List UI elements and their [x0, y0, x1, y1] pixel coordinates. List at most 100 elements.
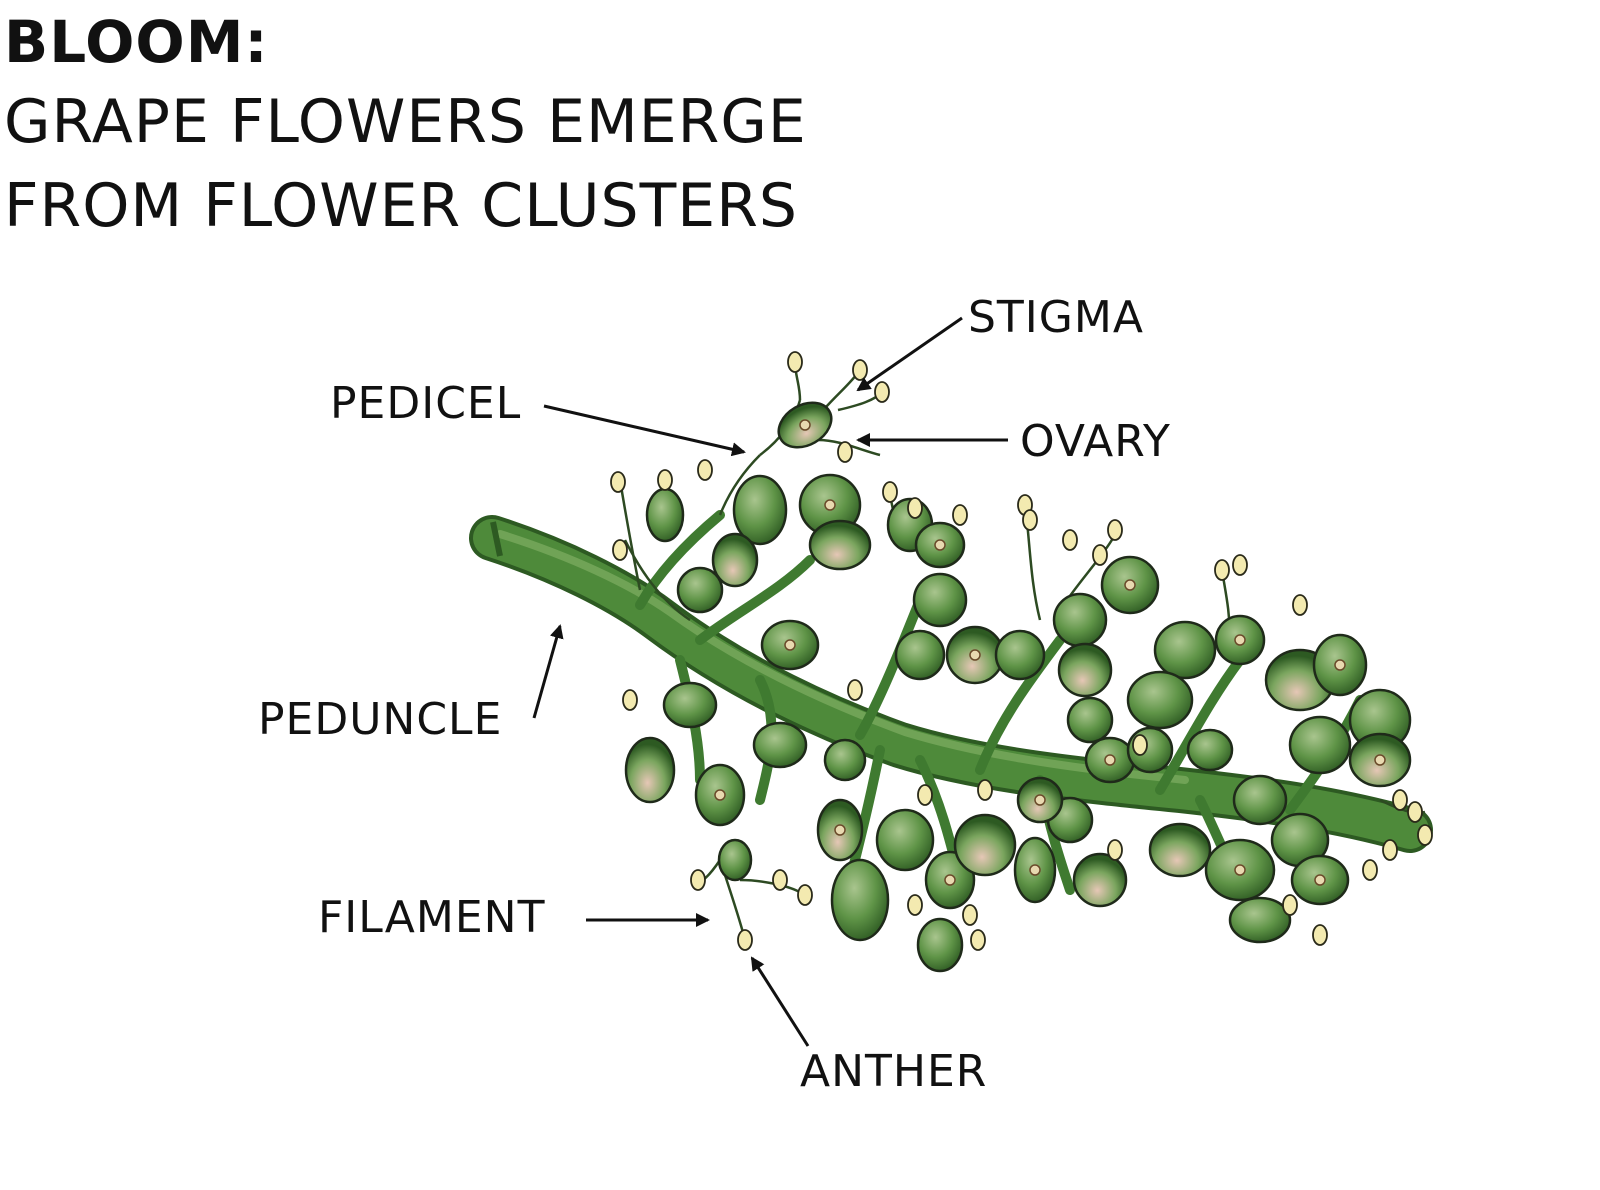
flower-bud	[645, 487, 685, 543]
anther	[1282, 894, 1298, 916]
flower-bud	[1148, 822, 1212, 878]
anther	[847, 679, 863, 701]
flower-bud	[1126, 670, 1194, 730]
flower-bud	[953, 813, 1017, 877]
anther	[1362, 859, 1378, 881]
subtitle-line-1: GRAPE FLOWERS EMERGE	[4, 87, 807, 157]
bud-tip	[799, 419, 811, 431]
anther	[1232, 554, 1248, 576]
flower-bud	[1186, 728, 1234, 772]
anther-arrow	[750, 956, 810, 1047]
flower-bud	[676, 566, 724, 614]
flower-bud	[752, 721, 808, 769]
flower-bud	[624, 736, 676, 804]
anther	[1107, 519, 1123, 541]
anther	[1062, 529, 1078, 551]
callout-arrows	[532, 316, 1008, 1047]
anther	[1312, 924, 1328, 946]
anther	[622, 689, 638, 711]
anther	[962, 904, 978, 926]
bud-tip	[784, 639, 796, 651]
anther	[882, 481, 898, 503]
anther-tips	[610, 351, 1433, 951]
bud-tip	[1104, 754, 1116, 766]
anther	[610, 471, 626, 493]
label-pedicel: PEDICEL	[330, 378, 522, 429]
anther	[970, 929, 986, 951]
anther	[1092, 544, 1108, 566]
anther	[690, 869, 706, 891]
bud-tip	[934, 539, 946, 551]
anther	[874, 381, 890, 403]
flower-bud	[1232, 774, 1288, 826]
anther	[1407, 801, 1423, 823]
label-filament: FILAMENT	[318, 892, 546, 943]
flower-bud	[1288, 715, 1352, 775]
label-peduncle: PEDUNCLE	[258, 694, 503, 745]
anther	[1417, 824, 1433, 846]
bud-tip	[944, 874, 956, 886]
anther	[952, 504, 968, 526]
flower-bud	[823, 738, 867, 782]
bud-tip	[1029, 864, 1041, 876]
anther	[977, 779, 993, 801]
stigma-arrow	[856, 316, 963, 392]
subtitle-line-2: FROM FLOWER CLUSTERS	[4, 171, 798, 241]
flower-bud	[830, 858, 890, 942]
pedicel-arrow	[543, 404, 746, 457]
flower-buds	[624, 401, 1412, 973]
anther	[797, 884, 813, 906]
anther	[907, 497, 923, 519]
anther	[787, 351, 803, 373]
flower-bud	[1057, 642, 1113, 698]
label-ovary: OVARY	[1020, 416, 1171, 467]
flower-bud	[894, 629, 946, 681]
anther	[1022, 509, 1038, 531]
flower-bud	[662, 681, 718, 729]
flower-bud	[717, 838, 753, 882]
bud-tip	[1124, 579, 1136, 591]
flower-bud	[1228, 896, 1292, 944]
flower-bud	[994, 629, 1046, 681]
anther	[612, 539, 628, 561]
anther	[697, 459, 713, 481]
flower-bud	[711, 532, 759, 588]
bud-tip	[1314, 874, 1326, 886]
flower-bud	[1052, 592, 1108, 648]
anther	[837, 441, 853, 463]
anther	[1392, 789, 1408, 811]
anther	[772, 869, 788, 891]
flower-bud	[912, 572, 968, 628]
anther	[657, 469, 673, 491]
flower-bud	[916, 917, 964, 973]
bud-tip	[714, 789, 726, 801]
peduncle-arrow	[532, 624, 564, 719]
anther	[1292, 594, 1308, 616]
flower-bud	[875, 808, 935, 872]
label-stigma: STIGMA	[968, 292, 1144, 343]
bud-tip	[824, 499, 836, 511]
anther	[1382, 839, 1398, 861]
flower-bud	[1153, 620, 1217, 680]
anther	[917, 784, 933, 806]
anther	[852, 359, 868, 381]
bud-tip	[1234, 864, 1246, 876]
bud-tip	[834, 824, 846, 836]
label-anther: ANTHER	[800, 1046, 988, 1097]
anther	[1214, 559, 1230, 581]
anther	[907, 894, 923, 916]
bud-tip	[1374, 754, 1386, 766]
title-block: BLOOM: GRAPE FLOWERS EMERGE FROM FLOWER …	[4, 4, 807, 248]
flower-bud	[808, 519, 872, 571]
anther	[737, 929, 753, 951]
anther	[1107, 839, 1123, 861]
bud-tip	[1034, 794, 1046, 806]
flower-bud	[1072, 852, 1128, 908]
anther	[1132, 734, 1148, 756]
bud-tip	[969, 649, 981, 661]
heading: BLOOM:	[4, 8, 269, 76]
bud-tip	[1334, 659, 1346, 671]
flower-bud	[1066, 696, 1114, 744]
bud-tip	[1234, 634, 1246, 646]
